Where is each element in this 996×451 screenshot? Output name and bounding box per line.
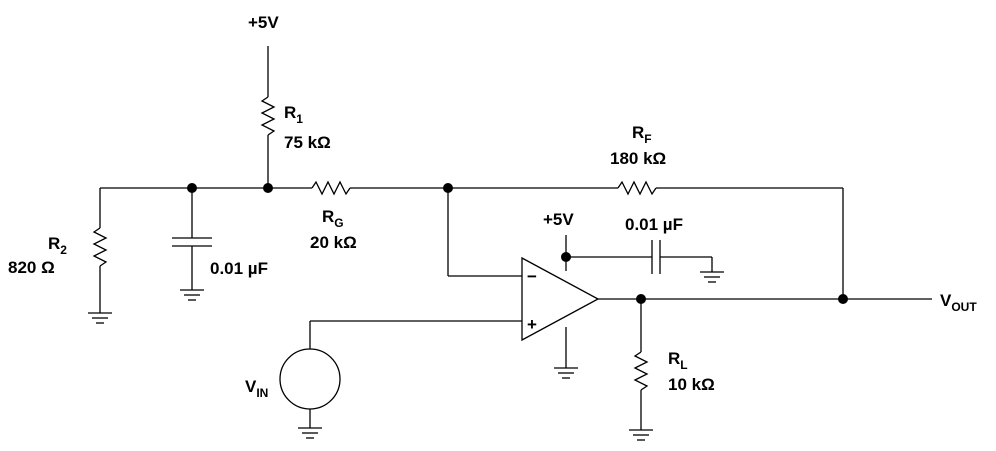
opamp-triangle bbox=[521, 256, 600, 342]
rf-value: 180 kΩ bbox=[610, 149, 666, 168]
cap-filter-value: 0.01 µF bbox=[210, 259, 268, 278]
r1-resistor bbox=[260, 96, 276, 136]
cap-ground-icon bbox=[180, 289, 204, 301]
junction-dot bbox=[263, 183, 273, 193]
rf-resistor bbox=[617, 180, 657, 196]
rg-name: RG bbox=[322, 207, 344, 230]
r2-ground-icon bbox=[88, 312, 112, 324]
bypass-ground-icon bbox=[700, 271, 724, 283]
rl-name: RL bbox=[668, 349, 688, 372]
cap-bypass-value: 0.01 µF bbox=[625, 215, 683, 234]
vin-source-icon bbox=[279, 348, 341, 410]
opamp-minus-sign: − bbox=[527, 267, 537, 286]
vin-label: VIN bbox=[245, 377, 268, 400]
vout-label: VOUT bbox=[940, 291, 977, 314]
vin-ground-icon bbox=[298, 427, 322, 439]
rl-value: 10 kΩ bbox=[668, 375, 715, 394]
opamp-plus-sign: + bbox=[527, 315, 537, 334]
rf-name: RF bbox=[632, 123, 652, 146]
r1-value: 75 kΩ bbox=[284, 133, 331, 152]
opamp-supply-label: +5V bbox=[543, 210, 574, 229]
rl-ground-icon bbox=[629, 429, 653, 441]
r2-value: 820 Ω bbox=[8, 258, 55, 277]
rl-resistor bbox=[633, 351, 649, 391]
rg-value: 20 kΩ bbox=[310, 233, 357, 252]
top-supply-label: +5V bbox=[248, 13, 279, 32]
opamp-ground-icon bbox=[554, 367, 578, 379]
junction-dot bbox=[838, 294, 848, 304]
junction-dot bbox=[187, 183, 197, 193]
rg-resistor bbox=[311, 180, 351, 196]
r2-resistor bbox=[92, 227, 108, 267]
r2-name: R2 bbox=[48, 234, 67, 257]
r1-name: R1 bbox=[284, 103, 303, 126]
